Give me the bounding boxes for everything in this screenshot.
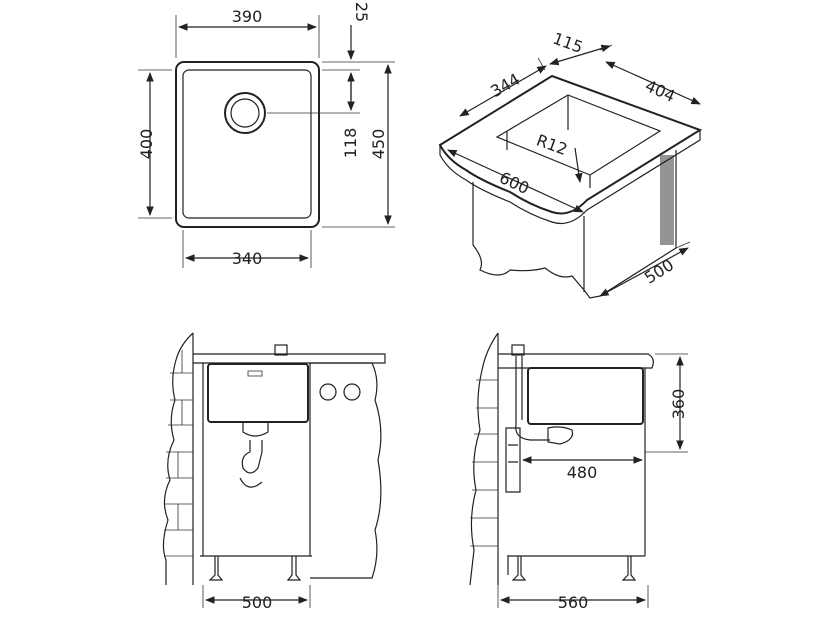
side-view: 360 480 560 bbox=[469, 332, 688, 612]
sink-inner-outline bbox=[182, 69, 312, 219]
dim-404: 404 bbox=[642, 76, 678, 106]
dim-height-inner: 400 bbox=[137, 129, 156, 160]
front-view: 500 bbox=[162, 332, 386, 612]
cabinet-body bbox=[472, 150, 677, 299]
drain-inner bbox=[230, 98, 260, 128]
isometric-view: 115 344 404 R12 600 500 bbox=[438, 29, 703, 299]
dim-height-outer: 450 bbox=[369, 129, 388, 160]
drain-outer bbox=[224, 92, 266, 134]
side-sink-bowl bbox=[527, 367, 644, 425]
side-brick-wall bbox=[469, 332, 499, 586]
siphon bbox=[239, 422, 269, 488]
dim-depth: 360 bbox=[669, 389, 688, 420]
dim-drain-offset: 118 bbox=[341, 128, 360, 159]
front-countertop bbox=[193, 353, 386, 364]
dim-width-outer: 390 bbox=[232, 7, 263, 26]
dim-drain-distance: 480 bbox=[567, 463, 598, 482]
knob-left bbox=[319, 383, 337, 401]
brick-wall bbox=[162, 332, 194, 585]
knob-right bbox=[343, 383, 361, 401]
cabinet-shadow bbox=[660, 155, 674, 245]
dim-cabinet-side: 560 bbox=[558, 593, 589, 612]
neighbor-cabinet bbox=[310, 362, 382, 579]
sink-outer-outline bbox=[175, 61, 320, 228]
dim-rim: 25 bbox=[352, 2, 371, 22]
top-view: 390 340 400 450 25 118 bbox=[137, 2, 395, 268]
dim-width-inner: 340 bbox=[232, 249, 263, 268]
front-sink-bowl bbox=[207, 363, 309, 423]
overflow-pipe bbox=[515, 356, 550, 441]
dim-115: 115 bbox=[550, 29, 585, 57]
dim-500-iso: 500 bbox=[641, 255, 677, 287]
side-countertop bbox=[498, 353, 654, 369]
dim-cabinet-front: 500 bbox=[242, 593, 273, 612]
